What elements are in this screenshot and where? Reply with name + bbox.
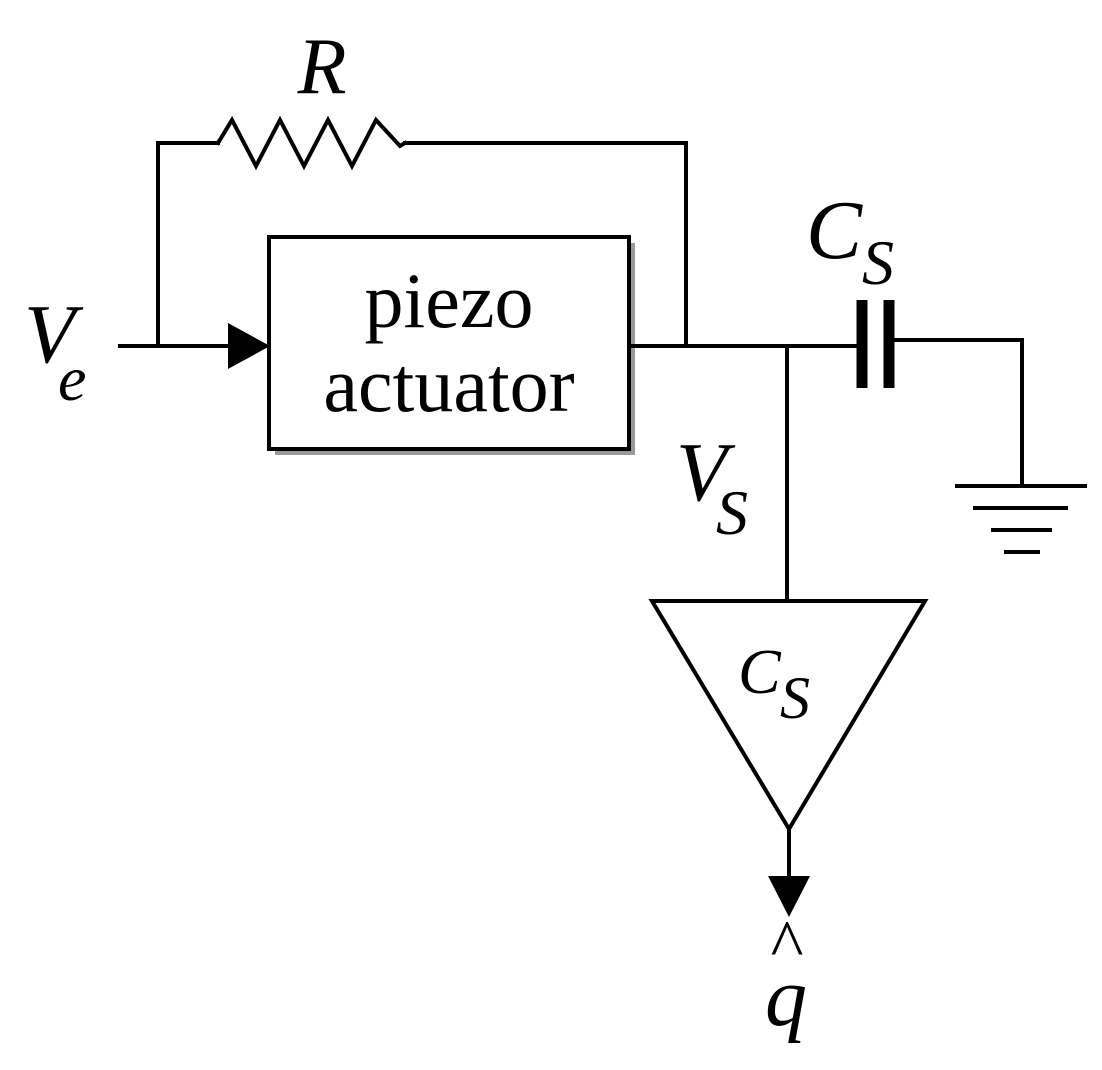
feedback-wire-left <box>156 141 220 348</box>
actuator-label-line1: piezo <box>365 257 534 344</box>
piezo-actuator-box <box>267 235 631 451</box>
amplifier-triangle <box>648 599 929 833</box>
feedback-wire-right <box>403 141 688 348</box>
input-arrow <box>228 323 270 369</box>
sensed-voltage-subscript: S <box>716 477 748 548</box>
ground-icon <box>955 484 1087 554</box>
capacitor-subscript: S <box>862 227 894 298</box>
output-arrow <box>768 876 810 917</box>
resistor-symbol <box>215 115 408 171</box>
input-voltage-label: V <box>24 288 84 381</box>
actuator-label-line2: actuator <box>323 341 574 428</box>
amplifier-gain-subscript: S <box>780 665 810 731</box>
output-label: q <box>765 951 807 1044</box>
capacitor-label: C <box>806 184 863 277</box>
output-hat-label: ^ <box>771 907 804 984</box>
input-voltage-subscript: e <box>58 343 86 414</box>
amplifier-gain-label: C <box>738 636 782 707</box>
sensed-voltage-label: V <box>676 426 736 519</box>
resistor-label: R <box>297 23 347 111</box>
capacitor-ground-wire <box>893 338 1024 488</box>
